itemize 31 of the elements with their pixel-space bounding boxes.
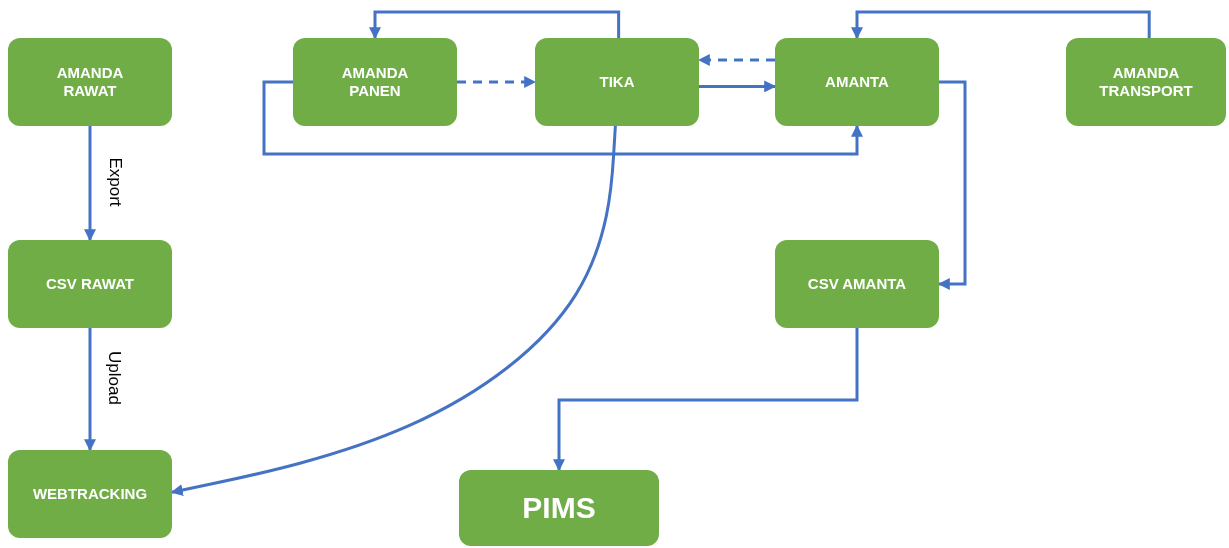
process-box <box>8 450 172 538</box>
edge-label: Upload <box>103 351 124 405</box>
arrow <box>262 80 863 156</box>
edge-label: Export <box>104 157 125 207</box>
node-label: AMANDA RAWAT <box>55 64 125 100</box>
node-label: CSV RAWAT <box>45 275 135 293</box>
process-box <box>8 38 172 126</box>
node-label: AMANDA TRANSPORT <box>1098 64 1194 100</box>
node-label: AMANDA PANEN <box>340 64 410 100</box>
node-label: AMANTA <box>825 73 889 91</box>
process-box <box>459 470 659 546</box>
process-box <box>1066 38 1226 126</box>
process-box <box>775 38 939 126</box>
arrow <box>369 10 621 40</box>
arrow <box>553 328 859 472</box>
arrow <box>84 328 96 452</box>
arrow <box>697 54 775 66</box>
node-label: PIMS <box>522 490 596 526</box>
process-box <box>535 38 699 126</box>
arrow <box>170 125 617 496</box>
node-label: CSV AMANTA <box>807 275 907 293</box>
arrow <box>699 80 777 93</box>
process-box <box>775 240 939 328</box>
arrow <box>851 10 1151 40</box>
node-label: WEBTRACKING <box>32 485 148 503</box>
node-label: TIKA <box>599 73 635 91</box>
process-box <box>293 38 457 126</box>
arrow <box>457 76 537 88</box>
arrow <box>84 126 96 242</box>
process-box <box>8 240 172 328</box>
arrow <box>937 80 967 290</box>
